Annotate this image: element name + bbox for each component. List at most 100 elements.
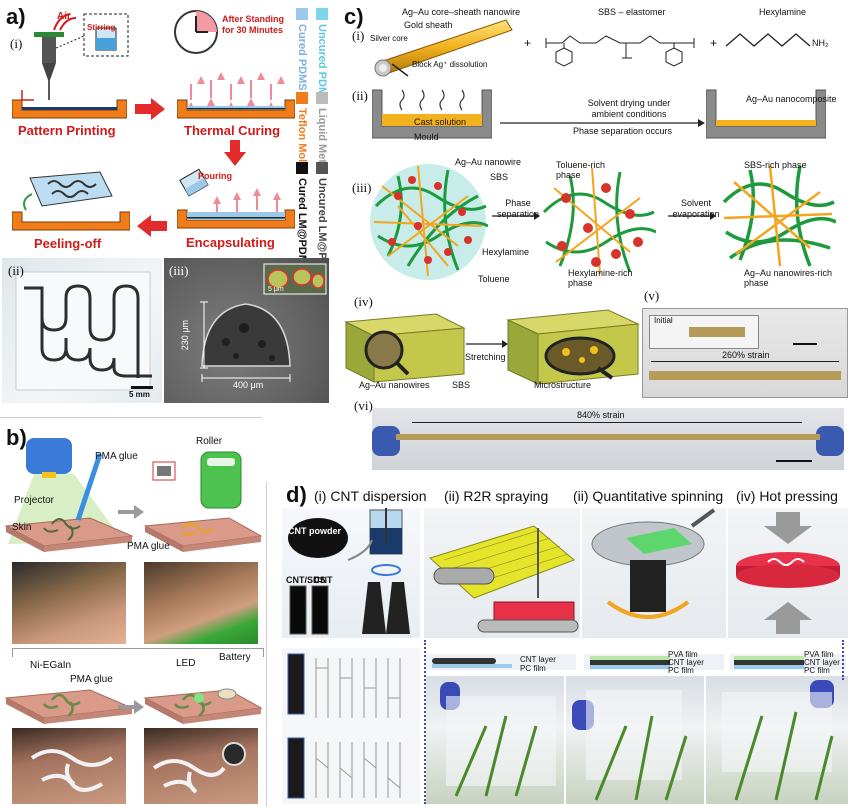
r2r-spraying-area <box>424 508 580 638</box>
legend-swatch-cured-pdms <box>296 8 308 20</box>
panel-c-sub-i: (i) <box>352 28 365 43</box>
arrow-right-icon-c1 <box>492 212 540 220</box>
photo-spider-circuit <box>12 728 126 804</box>
plant-ii <box>440 682 556 797</box>
divider-bd <box>266 482 267 807</box>
scale-bar-v <box>793 343 817 345</box>
layer-iii-pva: PVA film <box>668 650 698 659</box>
cnt-layer-strip-ii <box>432 658 496 664</box>
gold-sheath-label: Gold sheath <box>404 20 453 30</box>
cast-mould-illustration <box>372 89 492 139</box>
cnt-dispersion-area <box>282 508 420 638</box>
panel-a-sub-i: (i) <box>10 36 23 51</box>
dim-vertical-label: 230 μm <box>180 320 190 351</box>
spinning-area <box>582 508 726 638</box>
arrow-right-icon <box>135 98 165 120</box>
hot-pressing-illustration <box>736 512 840 634</box>
stretching-label: Stretching <box>465 352 506 362</box>
step-peeling-off: Peeling-off <box>34 236 102 251</box>
legend-swatch-cured-lm-pdms <box>296 162 308 174</box>
sem-cross-section-photo <box>164 258 329 403</box>
scale-bar-ii <box>131 386 153 389</box>
stirring-label: Stirring <box>87 23 116 32</box>
cast-solution-label: Cast solution <box>414 117 467 127</box>
block-ag-label: Block Ag⁺ dissolution <box>412 60 488 69</box>
mould-label: Mould <box>414 132 439 142</box>
plant-iv <box>722 680 834 801</box>
glove-left <box>372 426 400 456</box>
legend-cured-lm-pdms: Cured LM@PDMS <box>296 178 308 272</box>
ag-au-nanowires-label: Ag–Au nanowires <box>359 380 430 390</box>
layer-iv-cnt: CNT layer <box>804 658 840 667</box>
dimension-line-840 <box>412 422 802 423</box>
dotted-divider-2 <box>842 640 845 680</box>
cnt-sds-label: CNT/SDS <box>286 575 326 585</box>
initial-label: Initial <box>654 316 673 325</box>
pouring-label: Pouring <box>198 171 232 181</box>
arrow-right-long-icon-1 <box>500 119 705 127</box>
solvent-drying-label: Solvent drying under ambient conditions <box>587 98 671 119</box>
pc-film-strip-ii <box>432 664 512 668</box>
pma-glue-label-2: PMA glue <box>127 541 170 552</box>
microstructure-label: Microstructure <box>534 380 592 390</box>
phase-separated-illustration <box>542 167 656 275</box>
pva-film-strip-iii <box>590 656 670 660</box>
divider-ab <box>0 417 262 418</box>
sbs-rich-label: SBS-rich phase <box>744 160 807 170</box>
roller-label: Roller <box>196 436 223 447</box>
dotted-divider-1 <box>424 640 427 804</box>
d-header-quantitative-spinning: (ii) Quantitative spinning <box>573 488 724 504</box>
legend-swatch-uncured-pdms <box>316 8 328 20</box>
d-header-r2r-spraying: (ii) R2R spraying <box>444 488 549 504</box>
step-thermal-curing: Thermal Curing <box>184 123 281 138</box>
photo-film-plant-iii <box>566 676 704 804</box>
roller-skin-illustration <box>143 451 263 552</box>
legend-cured-pdms: Cured PDMS <box>296 24 308 91</box>
projector-skin-illustration <box>4 438 134 552</box>
panel-a-sub-iii: (iii) <box>169 263 189 278</box>
after-standing-label: After Standing for 30 Minutes <box>222 14 284 35</box>
cnt-dispersion-illustration <box>288 508 410 635</box>
pva-film-strip-iv <box>734 656 804 660</box>
inset-scale-label: 5 μm <box>268 286 284 293</box>
ag-au-nanocomposite-label: Ag–Au nanocomposite <box>746 94 837 104</box>
led-label: LED <box>176 658 196 669</box>
scale-bar-ii-label: 5 mm <box>129 390 150 399</box>
panel-d-letter: d) <box>286 482 307 507</box>
nh2-label: NH₂ <box>812 38 829 48</box>
layer-ii-cnt: CNT layer <box>520 655 556 664</box>
phase-separation-label: Phase separation <box>496 198 540 219</box>
photo-hand-glue <box>12 562 126 644</box>
arrow-right-icon-c2 <box>668 212 716 220</box>
plus-1: + <box>524 36 532 50</box>
toluene-rich-label: Toluene-rich phase <box>556 160 606 180</box>
panel-c-sub-v: (v) <box>644 288 660 303</box>
panel-a-sub-ii: (ii) <box>8 263 24 278</box>
dim-horizontal-label: 400 μm <box>233 380 264 390</box>
nanowires-rich-label: Ag–Au nanowires-rich phase <box>744 268 833 288</box>
photo-film-plant-ii <box>426 676 564 804</box>
air-label: Air <box>57 11 71 22</box>
layer-ii-pc: PC film <box>520 664 546 673</box>
arrow-right-icon-c3 <box>466 340 508 348</box>
panel-c-sub-iv: (iv) <box>354 294 373 309</box>
pma-glue-label-1: PMA glue <box>95 451 138 462</box>
thermal-curing-mold <box>177 72 295 119</box>
glove-right <box>816 426 844 456</box>
final-network-illustration <box>722 165 836 267</box>
layer-iii-pc: PC film <box>668 666 694 675</box>
spider-led-pattern <box>152 742 246 794</box>
legend-swatch-liquid-metal <box>316 92 328 104</box>
plant-iii <box>572 690 688 801</box>
ag-au-nanowire-label: Ag–Au nanowire <box>455 157 522 167</box>
initial-sample <box>689 327 745 337</box>
panel-c-sub-iii: (iii) <box>352 180 372 195</box>
pma-glue-label-3: PMA glue <box>70 674 113 685</box>
strain-260-photo <box>642 308 848 398</box>
sbs-title: SBS – elastomer <box>598 7 666 17</box>
clock-icon <box>174 10 218 54</box>
battery-label: Battery <box>219 652 251 663</box>
hexylamine-label: Hexylamine <box>482 247 530 257</box>
legend-uncured-lm-pdms: Uncured LM@PDMS <box>316 178 328 285</box>
spinning-illustration <box>591 508 716 619</box>
